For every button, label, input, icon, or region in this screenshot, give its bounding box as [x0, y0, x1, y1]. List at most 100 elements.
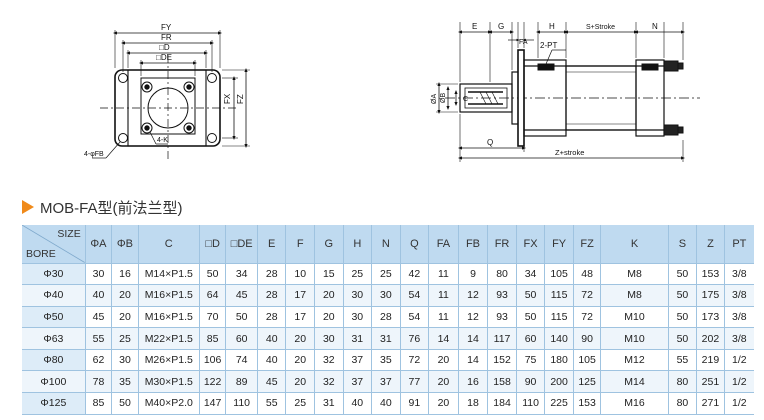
table-cell: 140	[544, 327, 574, 350]
table-cell: 93	[487, 306, 517, 329]
table-cell: 50	[516, 284, 546, 307]
bore-cell: Φ80	[22, 349, 86, 372]
table-cell: M30×P1.5	[138, 370, 200, 394]
side-view	[436, 22, 700, 162]
table-cell: 184	[487, 392, 517, 415]
table-cell: 3/8	[724, 327, 754, 350]
column-header: C	[138, 225, 200, 264]
table-cell: 75	[516, 349, 546, 372]
bore-cell: Φ100	[22, 370, 86, 394]
table-cell: M8	[600, 284, 669, 307]
column-header: FZ	[573, 225, 602, 264]
table-cell: 16	[111, 263, 139, 286]
table-cell: 20	[285, 370, 316, 394]
section-heading: MOB-FA型(前法兰型)	[22, 196, 183, 218]
dim-fa: FA	[519, 39, 528, 46]
dim-fr: FR	[161, 33, 172, 42]
dim-h: H	[549, 22, 555, 31]
table-cell: 31	[343, 327, 373, 350]
table-cell: M26×P1.5	[138, 349, 200, 372]
header-corner-cell: SIZE BORE	[22, 225, 86, 264]
table-cell: 105	[573, 349, 602, 372]
table-cell: 50	[668, 284, 698, 307]
table-cell: 50	[668, 306, 698, 329]
table-cell: 11	[428, 306, 459, 329]
table-cell: 85	[199, 327, 227, 350]
table-cell: 173	[696, 306, 725, 329]
table-cell: 80	[668, 370, 698, 394]
table-cell: 54	[400, 284, 430, 307]
table-cell: 37	[371, 370, 401, 394]
table-cell: 85	[85, 392, 113, 415]
column-header: FA	[428, 225, 459, 264]
bore-cell: Φ50	[22, 306, 86, 329]
table-cell: M40×P2.0	[138, 392, 200, 415]
table-cell: 20	[314, 306, 344, 329]
table-cell: 80	[487, 263, 517, 286]
table-cell: 180	[544, 349, 574, 372]
table-cell: 25	[343, 263, 373, 286]
table-cell: 60	[225, 327, 258, 350]
column-header: ΦA	[85, 225, 113, 264]
dim-de: □DE	[156, 53, 172, 62]
table-cell: 18	[458, 392, 489, 415]
table-cell: 158	[487, 370, 517, 394]
table-cell: 50	[516, 306, 546, 329]
table-cell: M8	[600, 263, 669, 286]
table-cell: 12	[458, 306, 489, 329]
column-header: G	[314, 225, 344, 264]
table-cell: 152	[487, 349, 517, 372]
table-cell: 202	[696, 327, 725, 350]
dim-fx: FX	[223, 93, 232, 104]
table-cell: 77	[400, 370, 430, 394]
column-header: H	[343, 225, 373, 264]
column-header: Q	[400, 225, 430, 264]
technical-drawing: FY FR □D □DE FX FZ 4-φFB 4-K	[84, 22, 700, 162]
column-header: N	[371, 225, 401, 264]
table-cell: 17	[285, 284, 316, 307]
table-cell: 55	[85, 327, 113, 350]
table-cell: 14	[458, 349, 489, 372]
table-cell: 147	[199, 392, 227, 415]
table-cell: 30	[343, 306, 373, 329]
table-cell: 78	[85, 370, 113, 394]
table-cell: 28	[257, 263, 287, 286]
dim-n: N	[652, 22, 658, 31]
table-cell: 14	[458, 327, 489, 350]
table-cell: 117	[487, 327, 517, 350]
table-cell: M10	[600, 306, 669, 329]
table-cell: 115	[544, 306, 574, 329]
table-cell: 12	[458, 284, 489, 307]
table-cell: 106	[199, 349, 227, 372]
table-cell: 62	[85, 349, 113, 372]
port-pt: 2-PT	[540, 41, 557, 50]
corner-size-label: SIZE	[57, 228, 81, 240]
table-cell: 3/8	[724, 306, 754, 329]
table-cell: 25	[285, 392, 316, 415]
table-cell: 50	[225, 306, 258, 329]
table-cell: 25	[371, 263, 401, 286]
table-cell: 271	[696, 392, 725, 415]
bore-cell: Φ40	[22, 284, 86, 307]
table-cell: 16	[458, 370, 489, 394]
table-cell: 50	[668, 327, 698, 350]
table-cell: 175	[696, 284, 725, 307]
table-cell: 70	[199, 306, 227, 329]
table-cell: 55	[257, 392, 287, 415]
table-cell: 105	[544, 263, 574, 286]
table-cell: 110	[516, 392, 546, 415]
table-cell: 15	[314, 263, 344, 286]
table-cell: 31	[371, 327, 401, 350]
table-cell: 60	[516, 327, 546, 350]
table-cell: 72	[573, 284, 602, 307]
table-cell: 72	[573, 306, 602, 329]
table-cell: 48	[573, 263, 602, 286]
table-cell: 11	[428, 284, 459, 307]
